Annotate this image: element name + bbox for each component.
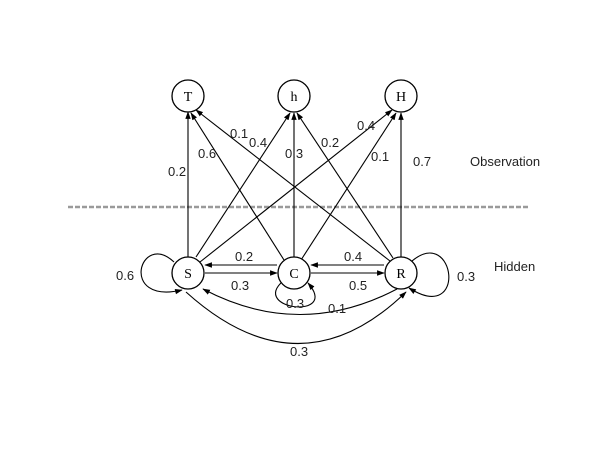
node-h-label: h bbox=[291, 90, 298, 105]
label-C-to-R: 0.5 bbox=[349, 278, 367, 293]
node-T: T bbox=[171, 79, 205, 113]
node-H: H bbox=[384, 79, 418, 113]
node-C: C bbox=[277, 256, 311, 290]
label-R-to-H: 0.7 bbox=[413, 154, 431, 169]
label-R-to-T: 0.1 bbox=[230, 126, 248, 141]
label-S-to-R: 0.3 bbox=[290, 344, 308, 359]
node-h: h bbox=[277, 79, 311, 113]
label-S-self: 0.6 bbox=[116, 268, 134, 283]
edge-C-to-T bbox=[190, 112, 285, 261]
self-loop-S bbox=[140, 253, 183, 295]
edge-S-to-H bbox=[199, 109, 393, 263]
label-S-to-C: 0.3 bbox=[231, 278, 249, 293]
edge-R-to-T bbox=[195, 109, 391, 262]
label-R-to-h: 0.2 bbox=[321, 135, 339, 150]
label-R-to-C: 0.4 bbox=[344, 249, 362, 264]
label-S-to-H: 0.4 bbox=[357, 118, 375, 133]
label-C-self: 0.3 bbox=[286, 296, 304, 311]
label-C-to-T: 0.6 bbox=[198, 146, 216, 161]
node-H-label: H bbox=[396, 90, 406, 105]
node-R-label: R bbox=[396, 267, 406, 282]
label-C-to-h: 0.3 bbox=[285, 146, 303, 161]
edge-R-to-S bbox=[202, 288, 398, 315]
node-S-label: S bbox=[184, 267, 192, 282]
node-S: S bbox=[171, 256, 205, 290]
node-T-label: T bbox=[184, 90, 193, 105]
label-S-to-T: 0.2 bbox=[168, 164, 186, 179]
node-R: R bbox=[384, 256, 418, 290]
label-R-self: 0.3 bbox=[457, 269, 475, 284]
edge-R-to-h bbox=[296, 112, 394, 259]
self-loop-R bbox=[408, 252, 450, 297]
layer-label-hidden: Hidden bbox=[494, 259, 535, 274]
edge-C-to-H bbox=[300, 112, 397, 261]
label-R-to-S: 0.1 bbox=[328, 301, 346, 316]
layer-label-observation: Observation bbox=[470, 154, 540, 169]
label-C-to-S: 0.2 bbox=[235, 249, 253, 264]
label-S-to-h: 0.4 bbox=[249, 135, 267, 150]
label-C-to-H: 0.1 bbox=[371, 149, 389, 164]
edge-S-to-R bbox=[185, 291, 407, 344]
node-C-label: C bbox=[289, 267, 298, 282]
edge-S-to-h bbox=[195, 112, 291, 258]
self-loop-C bbox=[275, 280, 316, 308]
